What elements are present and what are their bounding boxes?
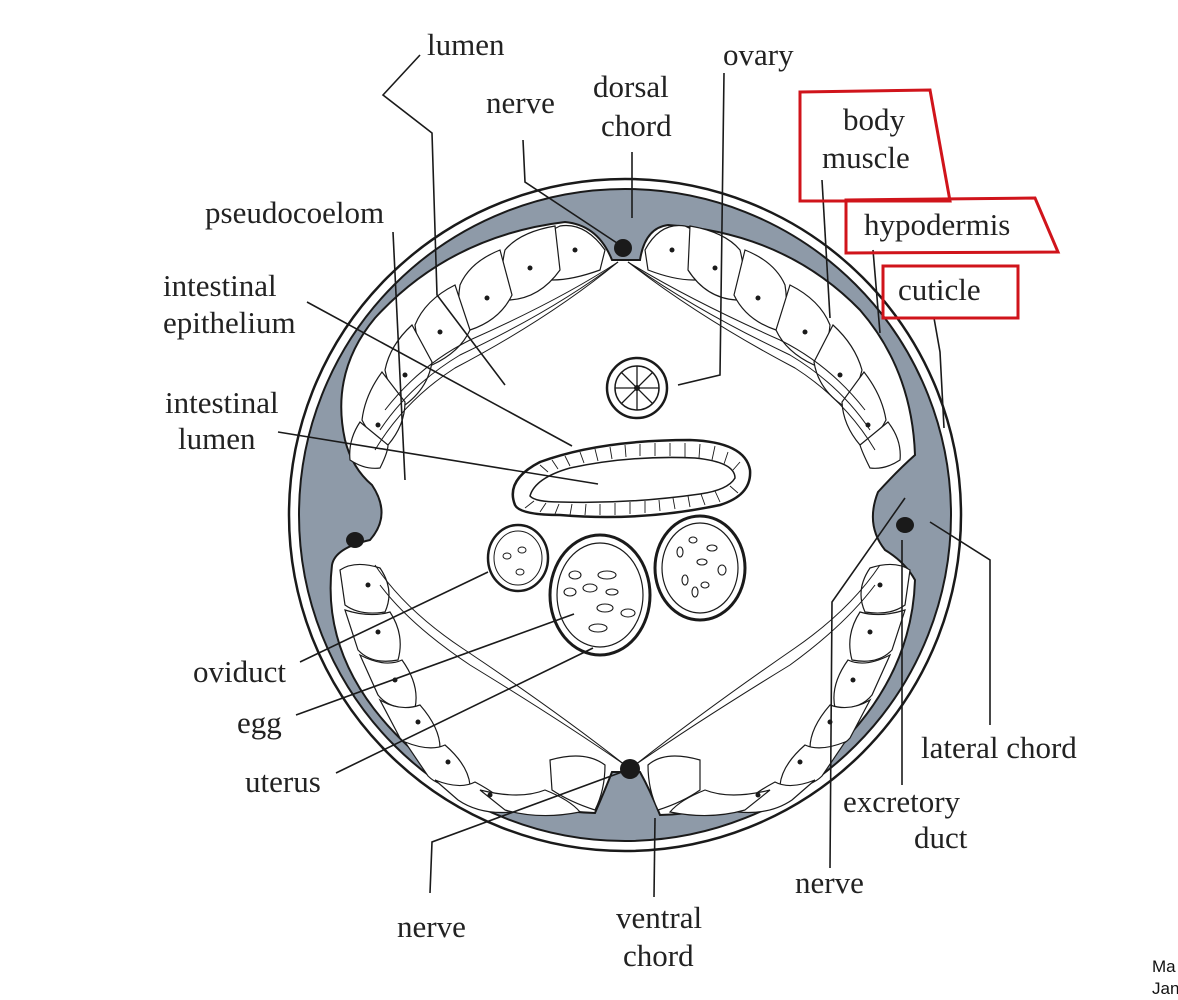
leader-lines [277, 54, 991, 898]
label-dorsal-chord-2: chord [601, 108, 672, 143]
label-body-muscle-1: body [843, 102, 906, 137]
corner-caption-line-1: Ma [1152, 957, 1176, 976]
left-lateral-duct [346, 532, 364, 548]
ventral-nerve [620, 759, 640, 779]
corner-caption-line-2: Jan [1152, 979, 1178, 998]
highlight-boxes [798, 88, 1061, 320]
uterus [548, 533, 652, 657]
egg [563, 570, 636, 633]
label-nerve-top: nerve [486, 85, 555, 120]
leader-body-muscle [821, 179, 831, 319]
leader-egg [295, 613, 575, 716]
label-intestinal-lumen-1: intestinal [165, 385, 279, 420]
label-cuticle: cuticle [898, 272, 981, 307]
label-ventral-chord-1: ventral [616, 900, 702, 935]
leader-nerve-top [522, 139, 621, 246]
oviduct [486, 523, 550, 593]
uterus-right [653, 514, 747, 622]
label-nerve-right: nerve [795, 865, 864, 900]
leader-pseudocoelom [392, 231, 406, 481]
leader-intestinal-lumen [277, 431, 599, 485]
leader-intestinal-epithelium [306, 301, 573, 447]
leader-lumen [381, 54, 506, 386]
labels: lumen nerve dorsal chord ovary body musc… [163, 27, 1077, 973]
right-lateral-duct [896, 517, 914, 533]
leader-ovary [677, 72, 725, 386]
label-intestinal-lumen-2: lumen [178, 421, 256, 456]
ovary [605, 356, 669, 420]
label-excretory-duct-1: excretory [843, 784, 961, 819]
label-lumen: lumen [427, 27, 505, 62]
label-pseudocoelom: pseudocoelom [205, 195, 384, 230]
label-intestinal-epithelium-2: epithelium [163, 305, 296, 340]
muscle-nuclei [365, 247, 883, 798]
leader-ventral-chord [653, 817, 656, 898]
label-lateral-chord: lateral chord [921, 730, 1077, 765]
label-nerve-bottom: nerve [397, 909, 466, 944]
label-oviduct: oviduct [193, 654, 286, 689]
label-ovary: ovary [723, 37, 794, 72]
label-intestinal-epithelium-1: intestinal [163, 268, 277, 303]
label-hypodermis: hypodermis [864, 207, 1010, 242]
leader-nerve-right [829, 497, 906, 869]
leader-nerve-bottom [429, 771, 623, 894]
leader-lateral-chord [929, 521, 991, 725]
leader-oviduct [299, 571, 489, 663]
label-egg: egg [237, 705, 282, 740]
corner-caption: Ma Jan [1152, 956, 1178, 1000]
label-uterus: uterus [245, 764, 321, 799]
label-ventral-chord-2: chord [623, 938, 694, 973]
label-body-muscle-2: muscle [822, 140, 910, 175]
highlight-body-muscle [798, 88, 952, 203]
label-dorsal-chord-1: dorsal [593, 69, 669, 104]
intestine [511, 438, 752, 519]
leader-uterus [335, 647, 594, 774]
leader-cuticle [933, 317, 945, 429]
highlight-hypodermis [844, 196, 1061, 255]
leader-hypodermis [872, 249, 881, 334]
dorsal-nerve [614, 239, 632, 257]
label-excretory-duct-2: duct [914, 820, 968, 855]
highlight-cuticle [881, 264, 1020, 320]
